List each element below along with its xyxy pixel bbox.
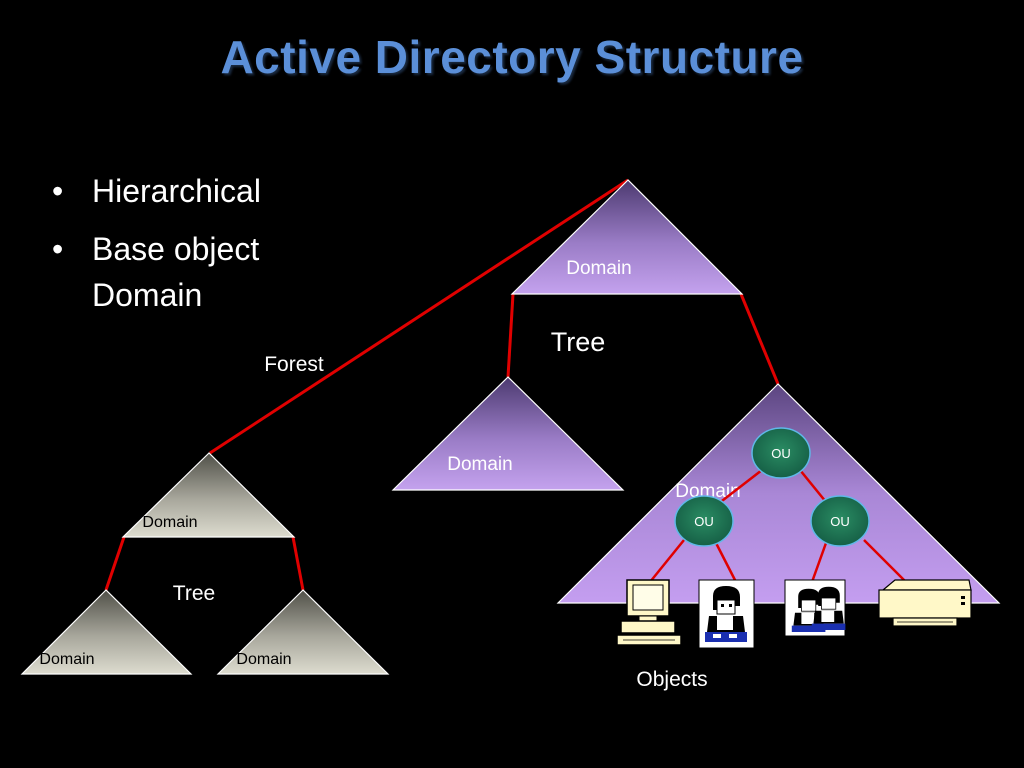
ou-link bbox=[714, 542, 738, 583]
ou-link bbox=[717, 469, 763, 505]
forest-link bbox=[209, 178, 629, 455]
domain-label: Domain bbox=[447, 454, 512, 475]
forest-label: Forest bbox=[264, 353, 324, 376]
group-icon bbox=[784, 579, 846, 637]
bullet-item: • Hierarchical bbox=[52, 168, 322, 214]
ou-node-right: OU bbox=[810, 495, 870, 547]
ou-link bbox=[810, 542, 828, 583]
domain-triangle bbox=[556, 383, 1001, 604]
domain-triangle bbox=[20, 589, 193, 675]
ou-links bbox=[649, 469, 907, 583]
domain-label: Domain bbox=[566, 258, 631, 279]
bullet-text: Hierarchical bbox=[92, 173, 261, 209]
ou-link bbox=[799, 469, 827, 503]
bullet-item: • Base object Domain bbox=[52, 226, 322, 318]
ou-node-left: OU bbox=[674, 495, 734, 547]
ou-link bbox=[649, 539, 685, 583]
domain-middle: Domain bbox=[391, 376, 625, 491]
domain-left-bottom-1: Domain bbox=[20, 589, 193, 675]
ou-circle bbox=[810, 495, 870, 547]
ou-label: OU bbox=[830, 514, 850, 529]
domain-label: Domain bbox=[142, 514, 197, 531]
domain-triangle bbox=[216, 589, 390, 675]
tree-link-right bbox=[739, 293, 780, 385]
domain-label: Domain bbox=[39, 651, 94, 668]
tree-label-right: Tree bbox=[551, 327, 606, 357]
tree-link-left-a bbox=[104, 536, 126, 591]
domain-triangle bbox=[510, 179, 744, 295]
domain-label: Domain bbox=[236, 651, 291, 668]
ou-link bbox=[863, 539, 907, 583]
user-icon bbox=[698, 579, 755, 649]
bullet-marker: • bbox=[52, 231, 64, 267]
computer-icon bbox=[616, 579, 682, 646]
printer-icon bbox=[878, 579, 972, 627]
domain-left-bottom-2: Domain bbox=[216, 589, 390, 675]
ou-node-top: OU bbox=[751, 427, 811, 479]
slide-title: Active Directory Structure bbox=[220, 31, 804, 83]
tree-link-left-b bbox=[291, 536, 305, 591]
bullet-text: Base object Domain bbox=[92, 231, 260, 313]
objects-label: Objects bbox=[636, 668, 707, 691]
domain-big: Domain OU OU OU bbox=[556, 383, 1001, 604]
ou-circle bbox=[674, 495, 734, 547]
domain-label: Domain bbox=[675, 481, 740, 502]
ou-circle bbox=[751, 427, 811, 479]
bullet-list: • Hierarchical • Base object Domain bbox=[52, 168, 322, 318]
tree-link-left bbox=[506, 293, 515, 378]
domain-triangle bbox=[391, 376, 625, 491]
domain-top: Domain bbox=[510, 179, 744, 295]
domain-left-top: Domain bbox=[121, 452, 296, 538]
domain-triangle bbox=[121, 452, 296, 538]
bullet-marker: • bbox=[52, 173, 64, 209]
ou-label: OU bbox=[771, 446, 791, 461]
ou-label: OU bbox=[694, 514, 714, 529]
tree-label-left: Tree bbox=[173, 582, 215, 605]
connector-lines bbox=[104, 178, 780, 591]
